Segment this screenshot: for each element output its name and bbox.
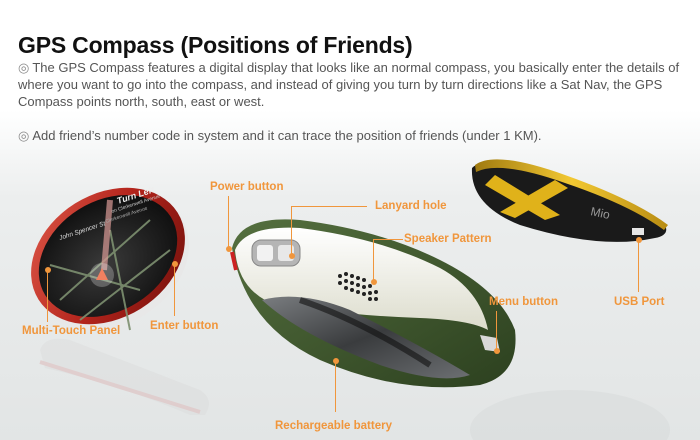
compass-device-back: Mio — [471, 159, 668, 242]
menu-button-marker — [494, 348, 500, 354]
compass-device-front: Turn Left on Clerkenwell Avenue Clerkenw… — [31, 184, 189, 331]
speaker-pattern-marker — [371, 279, 377, 285]
bullet-icon: ◎ — [18, 128, 30, 143]
page-title: GPS Compass (Positions of Friends) — [18, 32, 413, 58]
paragraph-2: ◎Add friend’s number code in system and … — [18, 128, 542, 143]
enter-button-marker — [172, 261, 178, 267]
lanyard-hole-marker — [289, 253, 295, 259]
reflection-right — [470, 390, 670, 440]
description: ◎The GPS Compass features a digital disp… — [18, 59, 688, 144]
rechargeable-battery-marker — [333, 358, 339, 364]
speaker-grille — [338, 272, 378, 301]
brand-logo: Mio — [589, 204, 611, 222]
bullet-icon: ◎ — [18, 60, 30, 75]
compass-device-side — [230, 219, 516, 388]
power-button-marker — [226, 246, 232, 252]
usb-port-marker — [636, 237, 642, 243]
reflection-left — [39, 338, 209, 415]
paragraph-1: ◎The GPS Compass features a digital disp… — [18, 60, 680, 109]
multi-touch-panel-marker — [45, 267, 51, 273]
